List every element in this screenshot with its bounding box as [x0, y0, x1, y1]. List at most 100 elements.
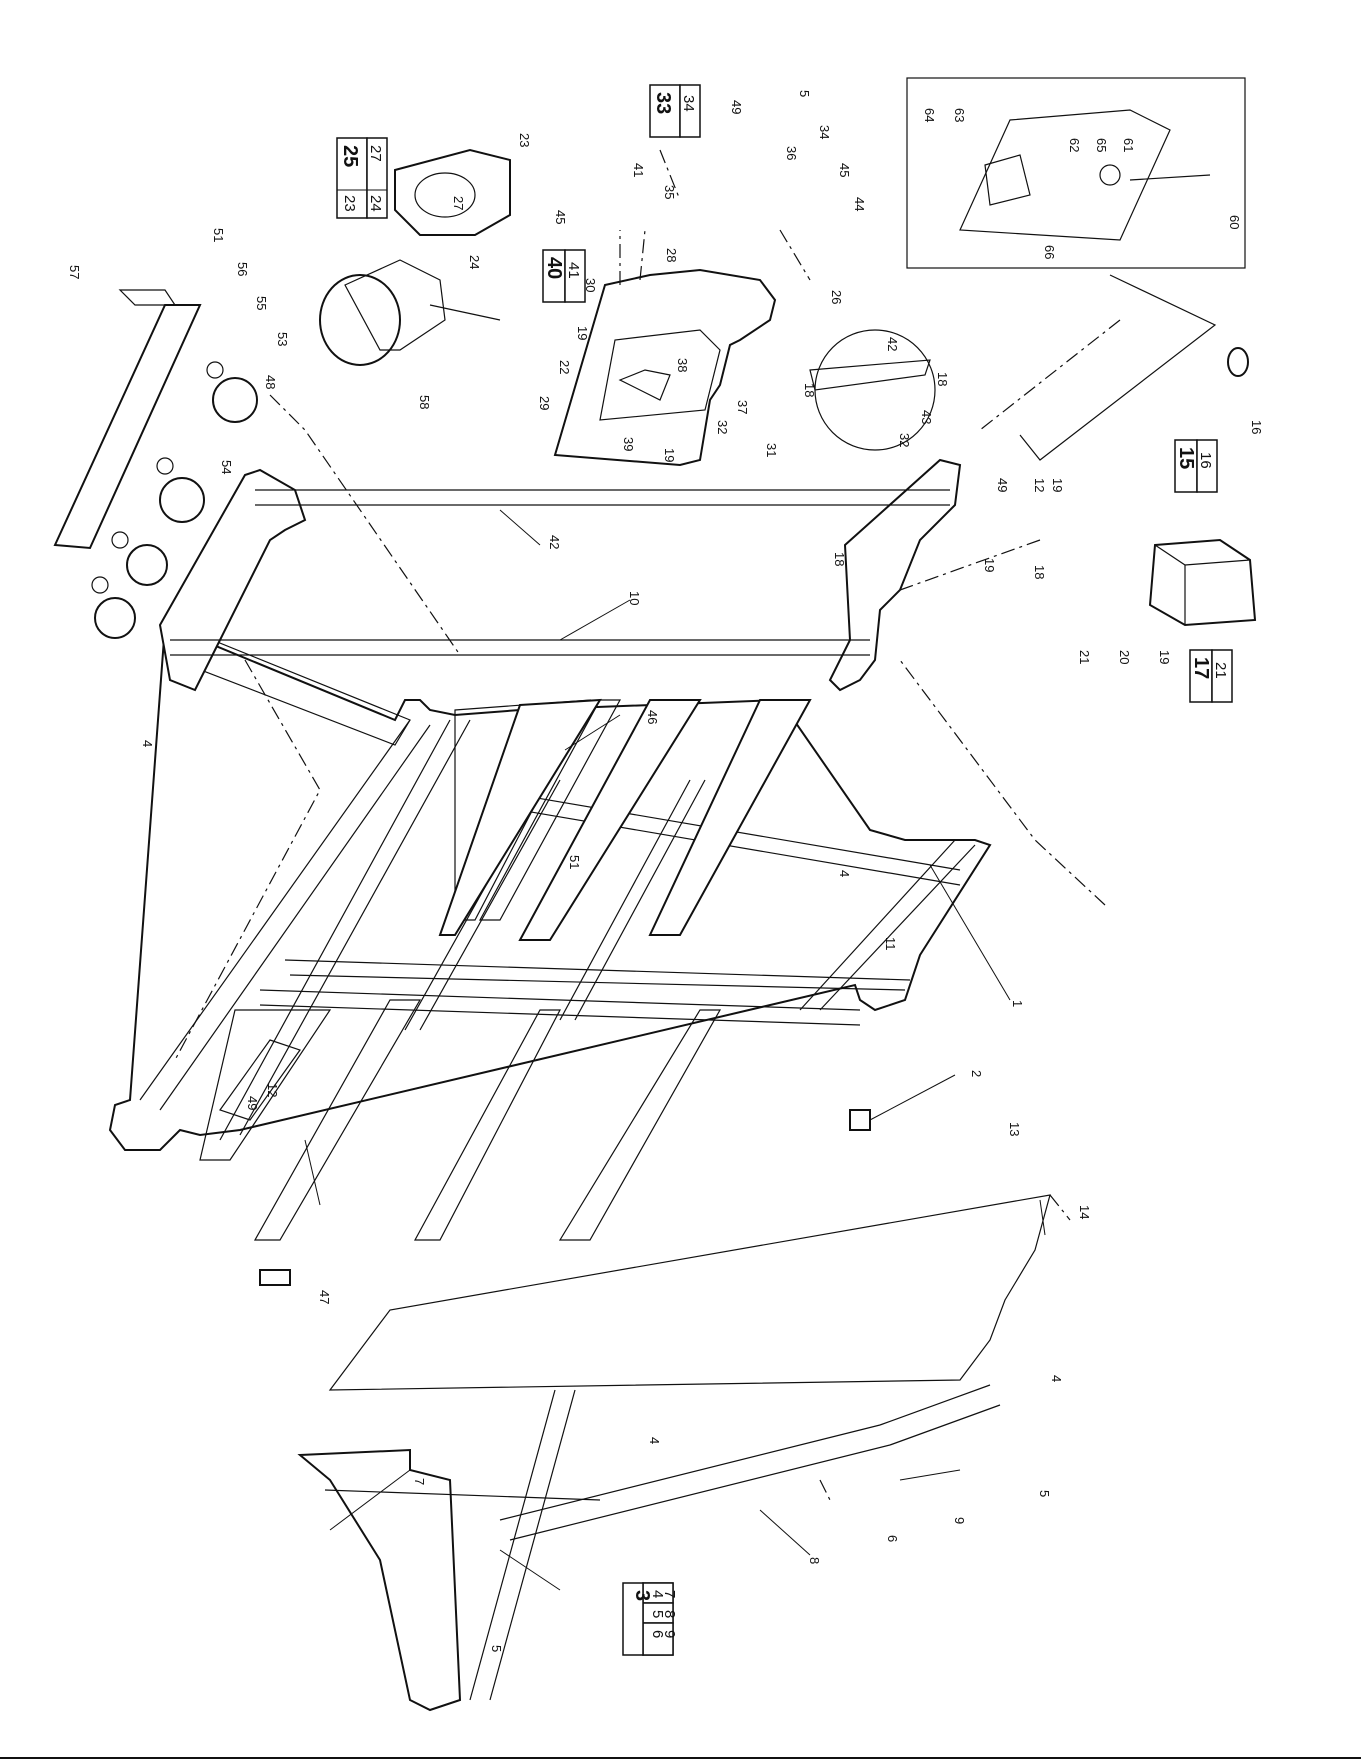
callout-19-a: 19 — [1050, 478, 1065, 492]
callout-5-a: 5 — [797, 90, 812, 97]
callout-31: 31 — [764, 443, 779, 457]
callout-2: 2 — [969, 1070, 984, 1077]
callout-23: 23 — [517, 133, 532, 147]
callout-4-d: 4 — [647, 1437, 662, 1444]
callout-19-c: 19 — [1157, 650, 1172, 664]
callout-58: 58 — [417, 395, 432, 409]
callout-5-c: 5 — [489, 1645, 504, 1652]
callout-62: 62 — [1067, 138, 1082, 152]
motor-58 — [320, 260, 500, 365]
callout-43: 43 — [919, 410, 934, 424]
callout-12-b: 12 — [265, 1083, 280, 1097]
callout-4-b: 4 — [837, 870, 852, 877]
callout-13: 13 — [1007, 1122, 1022, 1136]
callout-56: 56 — [235, 262, 250, 276]
callout-32-a: 32 — [715, 420, 730, 434]
callout-51-b: 51 — [567, 855, 582, 869]
callout-35: 35 — [662, 185, 677, 199]
callout-19-d: 19 — [575, 326, 590, 340]
carriage-plate — [555, 270, 775, 465]
callout-63: 63 — [952, 108, 967, 122]
kit-box-3: 3 4 5 6 7 8 9 — [623, 1583, 678, 1655]
kit-33-head: 33 — [652, 92, 674, 114]
callout-51-a: 51 — [211, 228, 226, 242]
callout-4-a: 4 — [140, 740, 155, 747]
callout-60: 60 — [1227, 215, 1242, 229]
support-rod-15 — [1020, 275, 1248, 460]
blade-guard-25 — [395, 150, 510, 235]
callout-45-a: 45 — [553, 210, 568, 224]
callout-36: 36 — [784, 146, 799, 160]
callout-12-a: 12 — [1032, 478, 1047, 492]
kit-box-15: 15 16 — [1175, 440, 1217, 492]
callout-32-b: 32 — [897, 433, 912, 447]
callout-20: 20 — [1117, 650, 1132, 664]
callout-42-b: 42 — [547, 535, 562, 549]
callout-24: 24 — [467, 255, 482, 269]
callout-61: 61 — [1121, 138, 1136, 152]
kit-3-part-5: 8 — [661, 1610, 678, 1618]
kit-25-part-1: 23 — [341, 195, 358, 212]
leg-assembly — [300, 1385, 1000, 1710]
upper-frame — [160, 460, 960, 690]
kit-box-17: 17 21 — [1190, 650, 1232, 702]
kit-15-head: 15 — [1175, 447, 1197, 469]
kit-3-part-6: 9 — [661, 1630, 678, 1638]
callout-19-e: 19 — [662, 448, 677, 462]
callout-49-a: 49 — [729, 100, 744, 114]
kit-15-part-1: 16 — [1197, 452, 1214, 469]
detail-zoom-circle — [810, 330, 935, 450]
kit-3-part-4: 7 — [661, 1590, 678, 1598]
callout-46: 46 — [645, 710, 660, 724]
callout-7: 7 — [412, 1478, 427, 1485]
callout-8: 8 — [807, 1557, 822, 1564]
callout-26: 26 — [829, 290, 844, 304]
callout-64: 64 — [922, 108, 937, 122]
callout-57: 57 — [67, 265, 82, 279]
kit-25-part-3: 27 — [367, 145, 384, 162]
callout-65: 65 — [1094, 138, 1109, 152]
callout-18-a: 18 — [935, 372, 950, 386]
callout-55: 55 — [254, 296, 269, 310]
callout-21: 21 — [1077, 650, 1092, 664]
callout-18-b: 18 — [802, 383, 817, 397]
callout-28: 28 — [664, 248, 679, 262]
inset-detail — [907, 78, 1245, 268]
callout-41: 41 — [631, 163, 646, 177]
callout-18-c: 18 — [832, 552, 847, 566]
callout-29: 29 — [537, 396, 552, 410]
callout-27: 27 — [451, 196, 466, 210]
kit-25-head: 25 — [339, 145, 361, 167]
callout-66: 66 — [1042, 245, 1057, 259]
callout-44: 44 — [852, 197, 867, 211]
kit-33-part-1: 34 — [680, 95, 697, 112]
callout-54: 54 — [219, 460, 234, 474]
callout-6: 6 — [885, 1535, 900, 1542]
callout-42-a: 42 — [885, 337, 900, 351]
callout-14: 14 — [1077, 1205, 1092, 1219]
callout-49-b: 49 — [995, 478, 1010, 492]
shelf-panel — [330, 1195, 1050, 1390]
callout-37: 37 — [735, 400, 750, 414]
callout-10: 10 — [627, 591, 642, 605]
callout-47: 47 — [317, 1290, 332, 1304]
callout-34: 34 — [817, 125, 832, 139]
callout-48: 48 — [263, 375, 278, 389]
callout-49-c: 49 — [245, 1096, 260, 1110]
callout-38: 38 — [675, 358, 690, 372]
switch-box-17 — [1150, 540, 1255, 625]
callout-53: 53 — [275, 332, 290, 346]
callout-16: 16 — [1249, 420, 1264, 434]
callout-19-b: 19 — [982, 558, 997, 572]
callout-1: 1 — [1010, 1000, 1025, 1007]
footer-rule — [0, 1757, 1361, 1759]
kit-box-25: 25 23 24 27 — [337, 138, 387, 218]
callout-45-b: 45 — [837, 163, 852, 177]
kit-box-40: 40 41 — [543, 250, 585, 302]
callout-9: 9 — [952, 1517, 967, 1524]
kit-40-head: 40 — [543, 257, 565, 279]
kit-17-part-1: 21 — [1212, 662, 1229, 679]
callout-39: 39 — [621, 437, 636, 451]
callout-22: 22 — [557, 360, 572, 374]
